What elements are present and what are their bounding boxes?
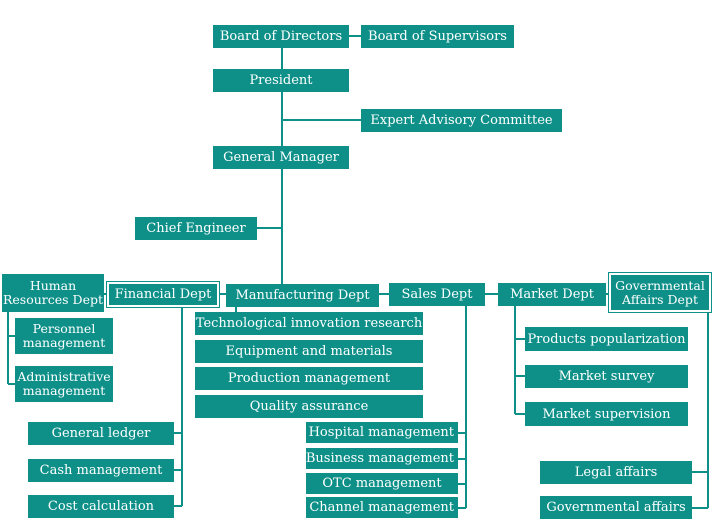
market-dept-box: Market Dept (498, 283, 606, 306)
general-manager-box: General Manager (213, 146, 349, 169)
manufacturing-item: Quality assurance (195, 395, 423, 418)
human-resources-dept-box: Human Resources Dept (2, 274, 104, 312)
manufacturing-dept-box: Manufacturing Dept (226, 284, 379, 307)
market-item: Market supervision (525, 402, 688, 426)
manufacturing-item: Technological innovation research (195, 312, 423, 335)
financial-item: Cost calculation (28, 495, 174, 518)
financial-item: Cash management (28, 459, 174, 482)
president-box: President (213, 69, 349, 92)
board-of-directors-box: Board of Directors (213, 25, 349, 48)
sales-item: Channel management (306, 497, 458, 518)
gov-item: Legal affairs (540, 461, 692, 484)
sales-dept-box: Sales Dept (389, 283, 485, 306)
hr-item: Administrative management (15, 366, 113, 402)
sales-item: OTC management (306, 473, 458, 494)
gov-item: Governmental affairs (540, 496, 692, 519)
manufacturing-item: Equipment and materials (195, 340, 423, 363)
governmental-affairs-dept-box: Governmental Affairs Dept (608, 272, 712, 313)
market-item: Products popularization (525, 327, 688, 351)
financial-dept-box: Financial Dept (106, 281, 220, 308)
financial-item: General ledger (28, 422, 174, 445)
sales-item: Business management (306, 448, 458, 469)
manufacturing-item: Production management (195, 367, 423, 390)
board-of-supervisors-box: Board of Supervisors (361, 25, 514, 48)
chief-engineer-box: Chief Engineer (135, 217, 257, 240)
hr-item: Personnel management (15, 318, 113, 354)
sales-item: Hospital management (306, 422, 458, 443)
expert-advisory-committee-box: Expert Advisory Committee (361, 109, 562, 132)
market-item: Market survey (525, 365, 688, 388)
